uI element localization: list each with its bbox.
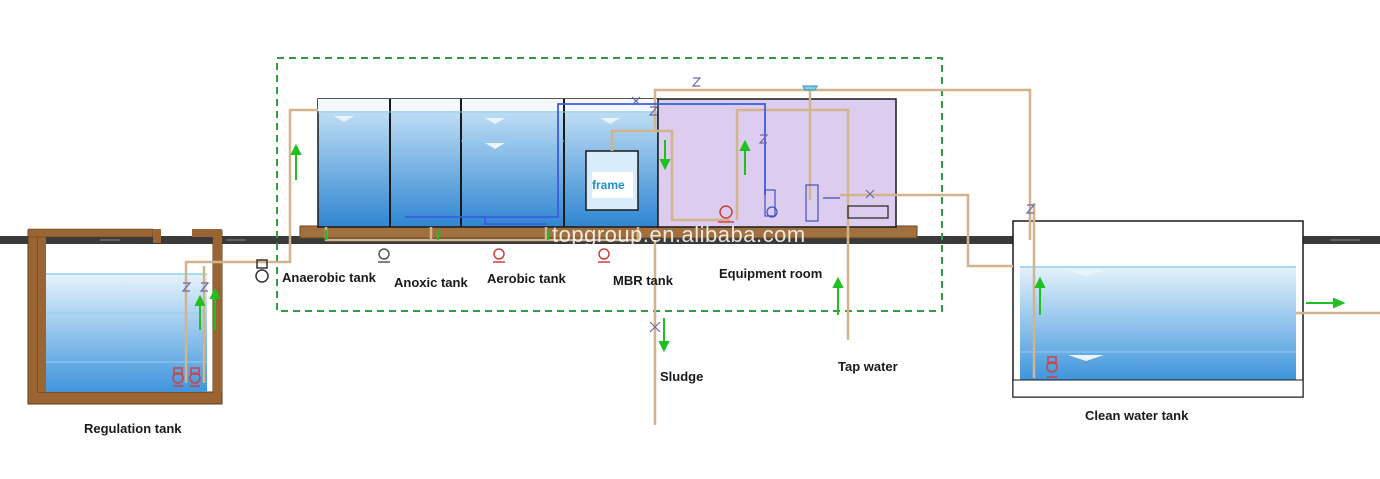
clean-water-tank	[1012, 220, 1304, 398]
valve-glyphs	[181, 77, 1036, 333]
pump-icon	[598, 248, 610, 263]
mixer-pump-icon	[378, 248, 390, 263]
pump-icon	[493, 248, 505, 263]
equipment-devices	[764, 85, 889, 222]
ground-line	[0, 236, 1380, 244]
regulation-tank-label: Regulation tank	[84, 421, 182, 436]
anoxic-tank-label: Anoxic tank	[394, 275, 468, 290]
pump-icon	[172, 367, 184, 387]
sludge-label: Sludge	[660, 369, 704, 384]
flow-arrows	[194, 139, 1346, 353]
equipment-room	[657, 98, 897, 228]
regulation-tank	[27, 228, 223, 405]
valve-icon	[255, 259, 269, 283]
pump-icon	[189, 367, 201, 387]
anaerobic-tank-label: Anaerobic tank	[282, 270, 376, 285]
clean-water-tank-label: Clean water tank	[1085, 408, 1189, 423]
mbr-tank-label: MBR tank	[613, 273, 673, 288]
pump-icon	[1046, 356, 1058, 378]
integrated-unit-boundary	[276, 57, 943, 312]
pump-icon	[718, 205, 734, 223]
equipment-room-label: Equipment room	[719, 266, 823, 281]
aerobic-tank-label: Aerobic tank	[487, 271, 566, 286]
aeration-pipe	[405, 103, 766, 225]
tap-water-label: Tap water	[838, 359, 898, 374]
watermark: topgroup.en.alibaba.com	[552, 222, 806, 247]
frame-label: frame	[592, 178, 625, 192]
pumps	[172, 205, 1058, 387]
